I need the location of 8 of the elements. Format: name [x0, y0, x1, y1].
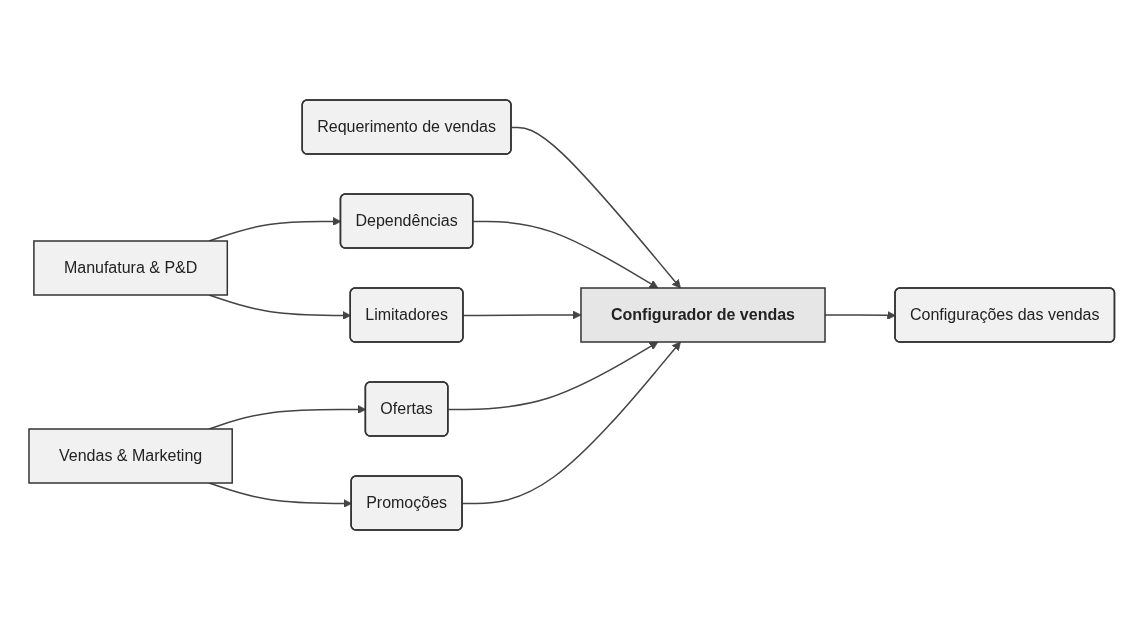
arrow	[461, 341, 681, 505]
arrow	[472, 220, 659, 289]
arrow	[208, 405, 366, 430]
node-box: Vendas & Marketing	[28, 428, 233, 484]
arrow	[510, 126, 681, 289]
node-box: Manufatura & P&D	[32, 240, 228, 296]
node-box: Configurador de vendas	[580, 287, 826, 343]
arrow	[447, 341, 659, 411]
